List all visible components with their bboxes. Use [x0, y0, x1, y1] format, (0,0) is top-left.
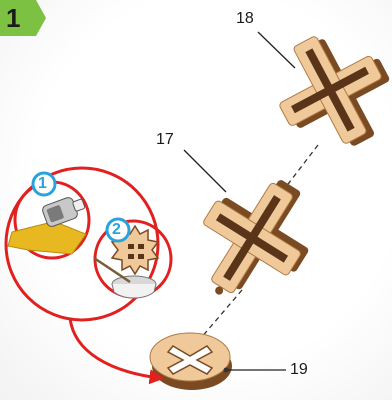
tip-number-2: 2 — [112, 221, 121, 238]
part-label-19: 19 — [290, 361, 308, 378]
tip-number-circle-2 — [105, 217, 131, 243]
part-label-18: 18 — [236, 10, 254, 27]
part-label-17: 17 — [156, 131, 174, 148]
step-number: 1 — [6, 3, 21, 33]
tip-number-1: 1 — [38, 175, 47, 192]
part-17-cross-piece — [203, 180, 309, 295]
step-badge: 1 — [0, 0, 48, 36]
glue-bottle-icon — [7, 197, 87, 255]
glue-tip-callout — [4, 166, 173, 385]
part-19-disc — [149, 332, 232, 390]
part-18-cross-piece — [279, 36, 390, 146]
label-leader-lines — [183, 31, 296, 371]
tip-number-circle-1 — [31, 171, 57, 197]
